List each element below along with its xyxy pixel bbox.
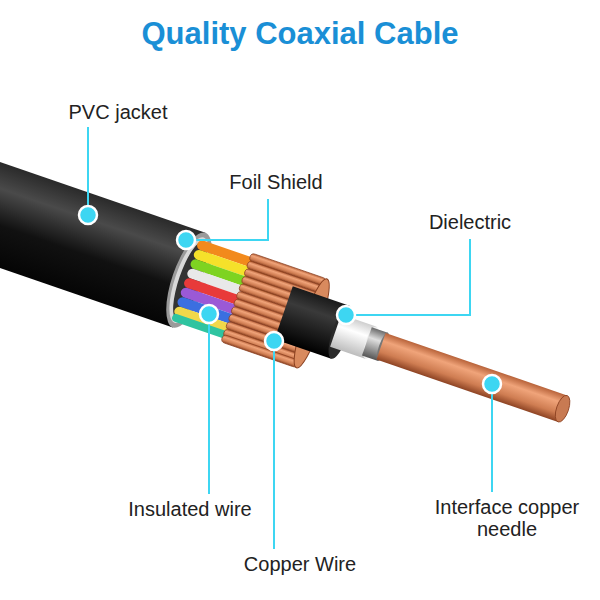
part-label: Copper Wire: [244, 553, 356, 575]
part-label: Interface copper needle: [420, 496, 595, 541]
part-label: Insulated wire: [128, 498, 251, 520]
part-label: Dielectric: [429, 211, 511, 233]
part-label: Foil Shield: [229, 171, 322, 193]
part-label: PVC jacket: [69, 101, 168, 123]
diagram-title: Quality Coaxial Cable: [0, 16, 600, 52]
